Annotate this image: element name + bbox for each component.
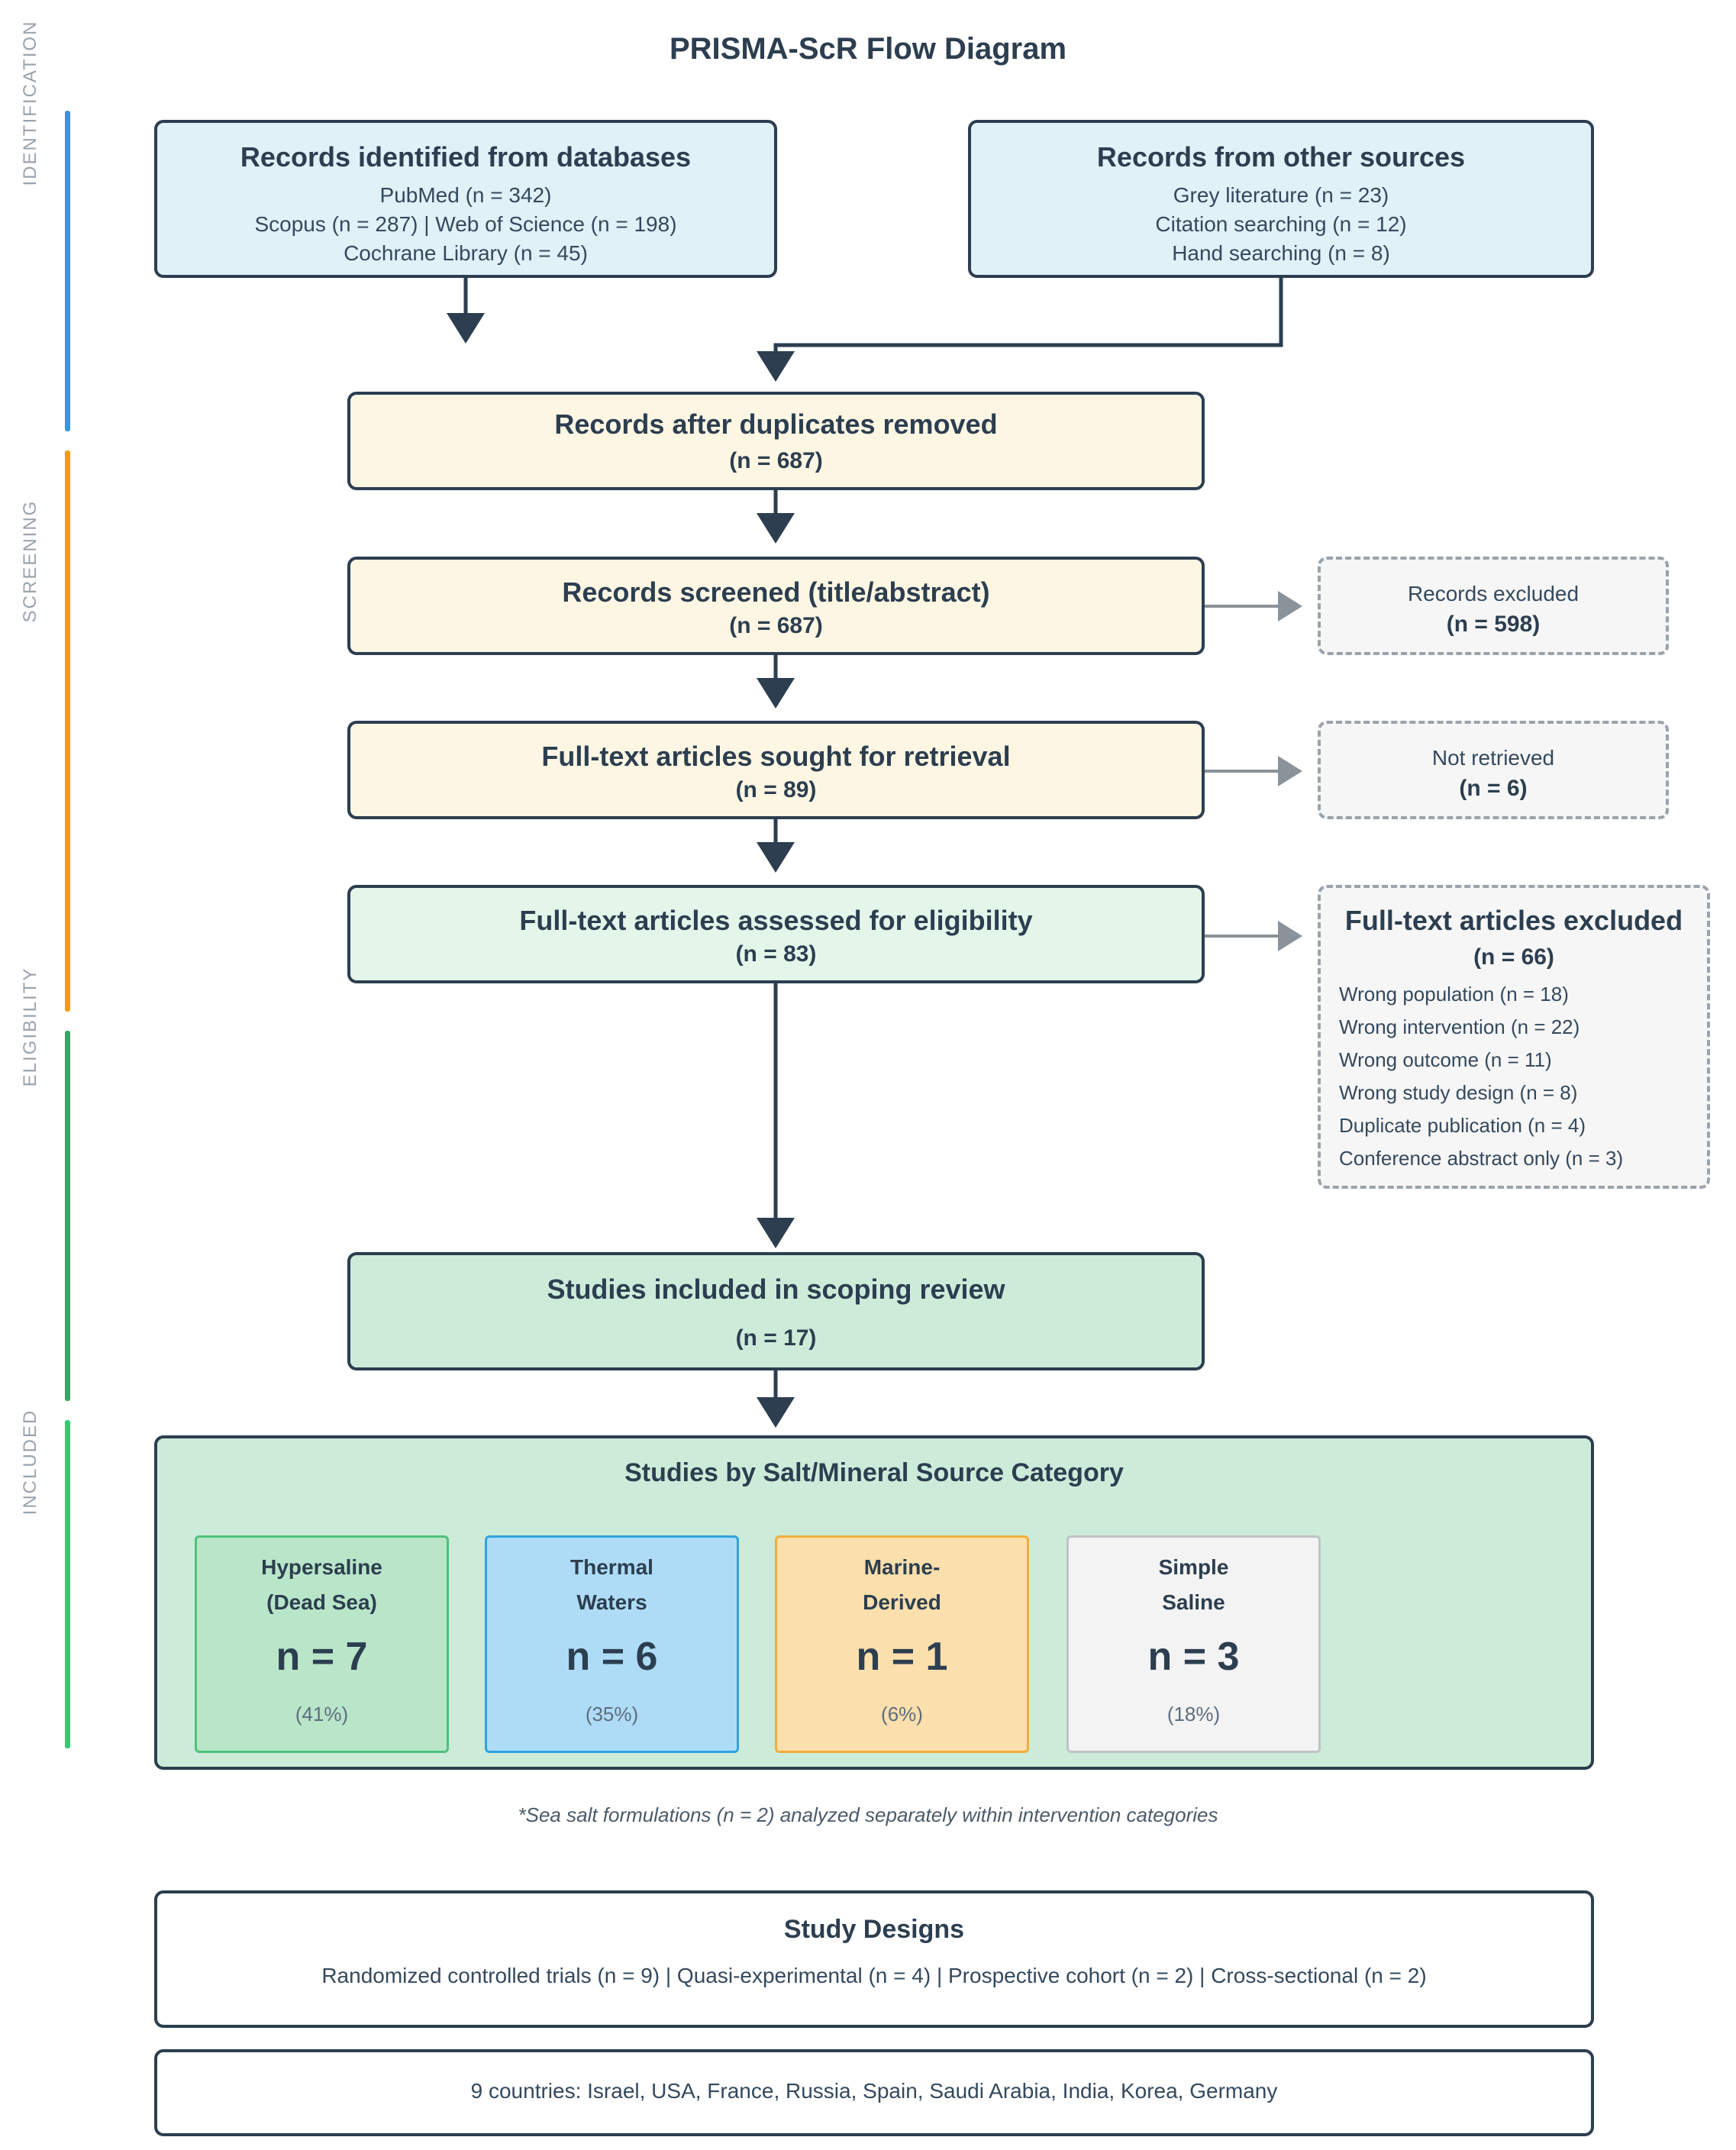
fulltext-excluded-title: Full-text articles excluded (1344, 905, 1683, 936)
category-count: n = 1 (856, 1635, 948, 1679)
exclusion-reason: Conference abstract only (n = 3) (1339, 1147, 1624, 1170)
category-card-hypersaline: Hypersaline(Dead Sea) n = 7 (41%) (195, 1535, 449, 1753)
assessed-count: (n = 83) (735, 941, 817, 967)
category-percent: (18%) (1166, 1703, 1221, 1725)
phase-bar-screening (65, 450, 70, 1012)
included-box: Studies included in scoping review (n = … (347, 1252, 1205, 1370)
screened-title: Records screened (title/abstract) (562, 576, 990, 608)
other-sources-line: Grey literature (n = 23) (1173, 183, 1389, 207)
category-percent: (41%) (295, 1703, 349, 1725)
phase-bar-identification (65, 111, 70, 431)
duplicates-removed-title: Records after duplicates removed (554, 408, 998, 440)
records-excluded-box: Records excluded (n = 598) (1318, 557, 1669, 655)
countries-text: 9 countries: Israel, USA, France, Russia… (470, 2079, 1278, 2103)
assessed-title: Full-text articles assessed for eligibil… (519, 905, 1033, 936)
footnote: *Sea salt formulations (n = 2) analyzed … (518, 1803, 1218, 1826)
category-count: n = 7 (276, 1635, 368, 1679)
not-retrieved-box: Not retrieved (n = 6) (1318, 721, 1669, 819)
fulltext-excluded-box: Full-text articles excluded (n = 66) Wro… (1318, 885, 1710, 1189)
exclusion-reason: Wrong population (n = 18) (1339, 983, 1569, 1006)
databases-line: PubMed (n = 342) (379, 183, 552, 207)
study-designs-box: Study Designs Randomized controlled tria… (154, 1890, 1594, 2028)
phase-bar-included (65, 1420, 70, 1748)
exclusion-reason: Wrong study design (n = 8) (1339, 1081, 1578, 1104)
exclusion-reason: Duplicate publication (n = 4) (1339, 1114, 1586, 1137)
study-designs-title: Study Designs (783, 1915, 965, 1944)
phase-bar-eligibility (65, 1031, 70, 1401)
countries-box: 9 countries: Israel, USA, France, Russia… (154, 2049, 1594, 2136)
duplicates-removed-box: Records after duplicates removed (n = 68… (347, 392, 1205, 490)
category-percent: (6%) (881, 1703, 923, 1725)
not-retrieved-title: Not retrieved (1431, 746, 1555, 770)
included-title: Studies included in scoping review (547, 1274, 1005, 1305)
exclusion-reason: Wrong intervention (n = 22) (1339, 1015, 1580, 1038)
records-excluded-count: (n = 598) (1446, 612, 1541, 637)
not-retrieved-count: (n = 6) (1459, 776, 1528, 801)
categories-title: Studies by Salt/Mineral Source Category (624, 1458, 1124, 1487)
assessed-box: Full-text articles assessed for eligibil… (347, 885, 1205, 983)
fulltext-excluded-count: (n = 66) (1473, 944, 1554, 970)
other-sources-line: Citation searching (n = 12) (1155, 212, 1407, 236)
category-name: Marine-Derived (863, 1555, 941, 1614)
other-sources-title: Records from other sources (1096, 141, 1466, 173)
study-designs-text: Randomized controlled trials (n = 9) | Q… (321, 1964, 1427, 1987)
category-count: n = 3 (1147, 1635, 1240, 1679)
category-card-marine: Marine-Derived n = 1 (6%) (775, 1535, 1029, 1753)
category-percent: (35%) (585, 1703, 639, 1725)
other-sources-line: Hand searching (n = 8) (1172, 241, 1390, 265)
other-sources-box: Records from other sources Grey literatu… (968, 120, 1594, 278)
category-name: Hypersaline(Dead Sea) (261, 1555, 382, 1614)
included-count: (n = 17) (735, 1325, 817, 1351)
databases-title: Records identified from databases (240, 141, 692, 173)
records-excluded-title: Records excluded (1407, 582, 1580, 605)
databases-line: Cochrane Library (n = 45) (344, 241, 588, 265)
diagram-title: PRISMA-ScR Flow Diagram (669, 32, 1067, 66)
sought-box: Full-text articles sought for retrieval … (347, 721, 1205, 819)
sought-title: Full-text articles sought for retrieval (541, 741, 1011, 772)
sought-count: (n = 89) (735, 777, 817, 802)
category-count: n = 6 (566, 1635, 658, 1679)
databases-box: Records identified from databases PubMed… (154, 120, 777, 278)
databases-line: Scopus (n = 287) | Web of Science (n = 1… (254, 212, 677, 236)
exclusion-reason: Wrong outcome (n = 11) (1339, 1048, 1552, 1071)
screened-box: Records screened (title/abstract) (n = 6… (347, 557, 1205, 655)
arrow-other-to-duplicates (757, 278, 1283, 382)
screened-count: (n = 687) (729, 613, 823, 638)
duplicates-removed-count: (n = 687) (729, 448, 823, 473)
